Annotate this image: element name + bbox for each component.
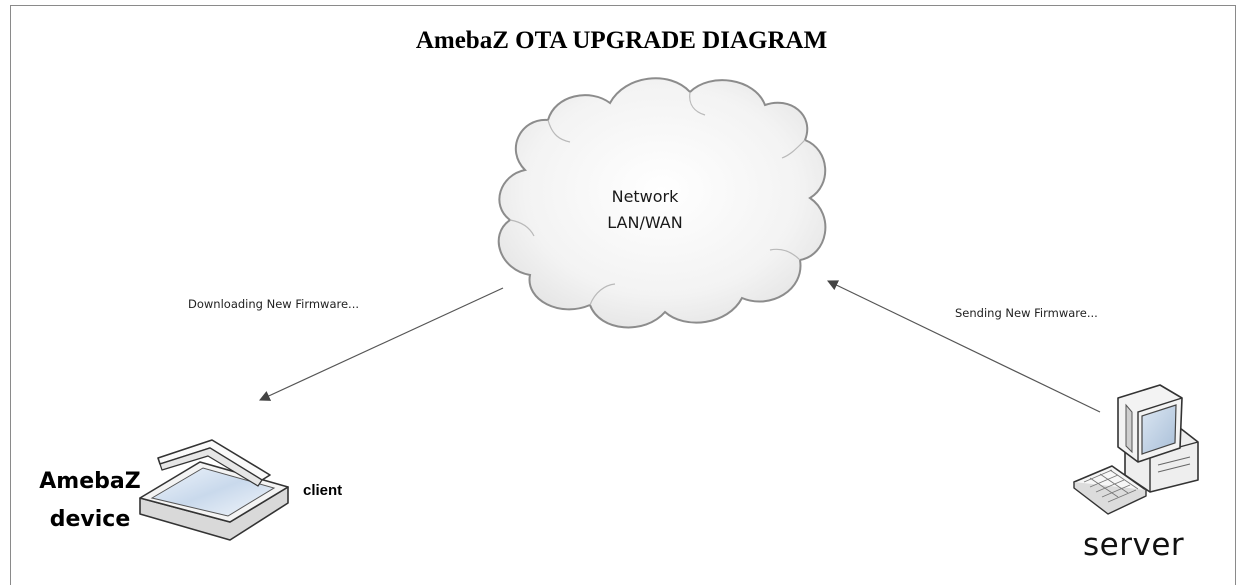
network-type-label: LAN/WAN <box>607 213 683 232</box>
server-label: server <box>1083 527 1185 563</box>
diagram-canvas <box>139 77 1199 541</box>
diagram-frame <box>10 5 1236 585</box>
send-label: Sending New Firmware... <box>955 306 1098 320</box>
cloud-icon <box>497 77 827 329</box>
client-label: client <box>303 482 343 499</box>
network-label: Network <box>611 187 679 206</box>
scanner-icon <box>139 439 289 541</box>
device-name-line1: AmebaZ <box>39 469 141 494</box>
diagram-title: AmebaZ OTA UPGRADE DIAGRAM <box>415 27 828 54</box>
download-arrow <box>259 287 504 401</box>
desktop-computer-icon <box>1073 384 1199 515</box>
device-name-line2: device <box>49 507 131 532</box>
send-arrow <box>827 280 1101 413</box>
download-label: Downloading New Firmware... <box>188 297 360 311</box>
